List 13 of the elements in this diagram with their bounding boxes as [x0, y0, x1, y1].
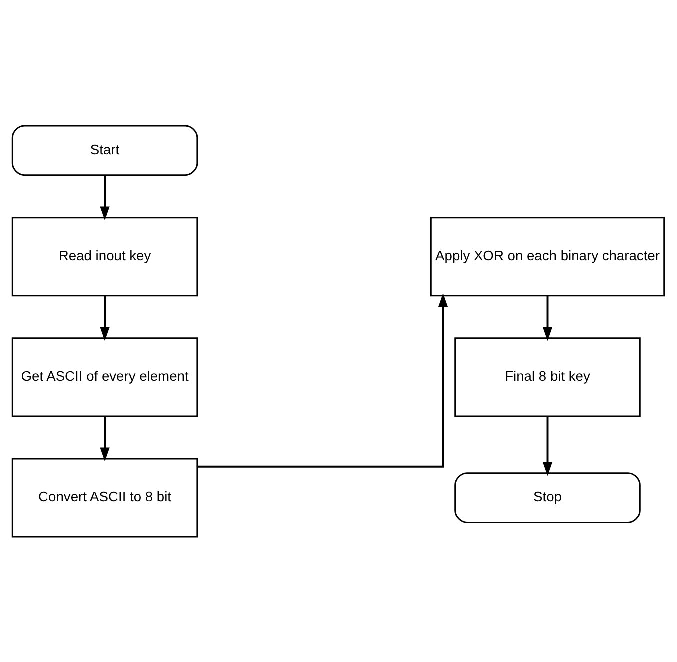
node-box: Start: [12, 124, 198, 176]
arrow: [542, 296, 553, 341]
node-box: Get ASCII of every element: [12, 337, 198, 417]
node-box: Stop: [454, 472, 641, 523]
arrow: [100, 175, 110, 220]
node-box: Final 8 bit key: [454, 337, 641, 417]
arrow: [197, 292, 448, 468]
node-box: Apply XOR on each binary character: [430, 216, 666, 296]
node-box: Read inout key: [12, 216, 198, 296]
arrow: [542, 416, 553, 476]
arrow: [100, 416, 110, 462]
arrow: [100, 296, 110, 341]
node-box: Convert ASCII to 8 bit: [12, 458, 198, 538]
